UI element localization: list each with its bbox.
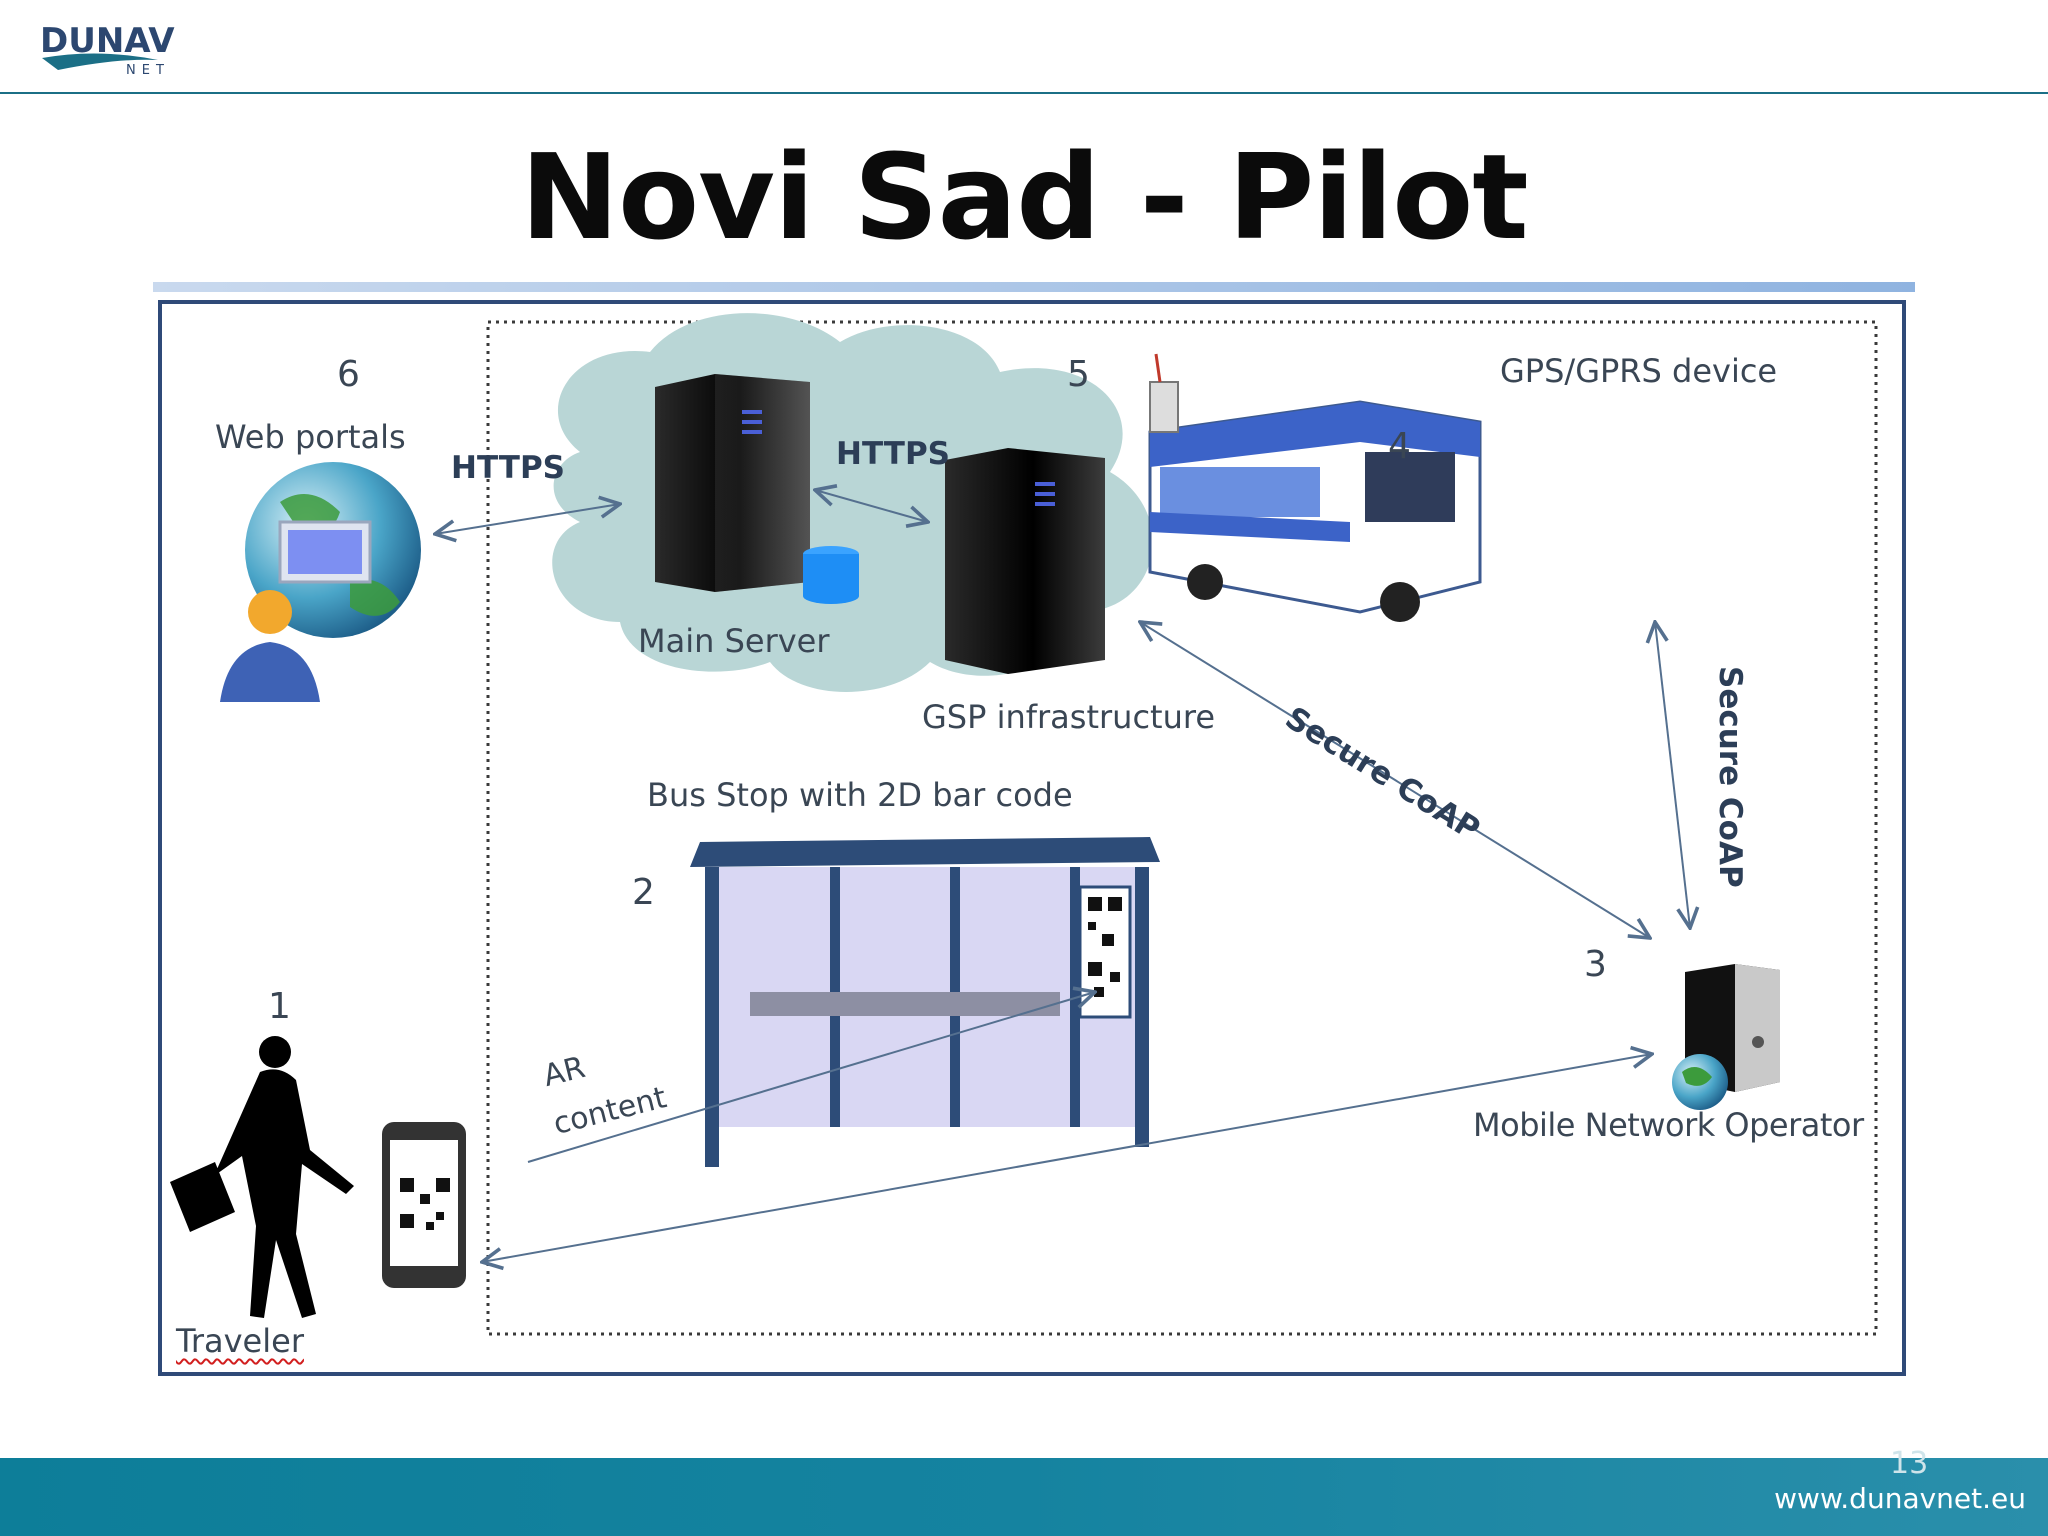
gsp-infrastructure-label: GSP infrastructure — [922, 698, 1215, 736]
link-barcode-phone — [527, 992, 1095, 1163]
footer-url: www.dunavnet.eu — [1774, 1482, 2026, 1515]
bus-icon — [1148, 400, 1482, 622]
node-number-traveler: 1 — [268, 986, 291, 1027]
link-bus-operator — [1655, 622, 1690, 928]
bus-stop-label: Bus Stop with 2D bar code — [647, 776, 1073, 814]
footer-bar — [0, 1458, 2048, 1536]
traveler-label: Traveler — [176, 1322, 304, 1360]
main-server-label: Main Server — [638, 622, 830, 660]
traveler-silhouette-icon — [170, 1036, 354, 1318]
node-number-bus-stop: 2 — [632, 872, 655, 913]
smartphone-qr-icon — [382, 1122, 466, 1288]
web-portal-icon — [220, 462, 421, 702]
link-portal-server — [435, 504, 620, 534]
header-divider — [0, 92, 2048, 94]
node-number-cloud: 5 — [1067, 354, 1090, 395]
link-gsp-operator — [1140, 622, 1650, 938]
link-server-gsp — [815, 490, 928, 522]
https-label-portal: HTTPS — [451, 450, 565, 486]
architecture-diagram — [153, 282, 1915, 1376]
logo-subtext: NET — [126, 63, 170, 78]
gps-device-label: GPS/GPRS device — [1500, 352, 1778, 390]
web-portals-label: Web portals — [215, 418, 406, 456]
gps-device-icon — [1149, 353, 1179, 433]
bus-stop-shelter-icon — [690, 837, 1160, 1167]
connector-lines — [435, 490, 1690, 1262]
secure-coap-label-bus: Secure CoAP — [1712, 666, 1748, 888]
mobile-operator-server-icon — [1672, 964, 1780, 1110]
gsp-server-icon — [945, 448, 1105, 674]
node-number-gps-device: 4 — [1388, 426, 1411, 467]
logo-wave — [42, 53, 158, 70]
page-number: 13 — [1890, 1446, 1929, 1481]
node-number-mobile-operator: 3 — [1584, 944, 1607, 985]
dunavnet-logo: DUNAV NET — [40, 21, 175, 78]
frame-top-band — [153, 282, 1915, 292]
https-label-gsp: HTTPS — [836, 436, 950, 472]
main-server-icon — [655, 374, 810, 592]
slide-title: Novi Sad - Pilot — [520, 128, 1528, 266]
link-phone-operator — [482, 1054, 1652, 1262]
node-number-web-portals: 6 — [337, 354, 360, 395]
mobile-operator-label: Mobile Network Operator — [1473, 1106, 1864, 1144]
database-icon — [803, 546, 859, 604]
